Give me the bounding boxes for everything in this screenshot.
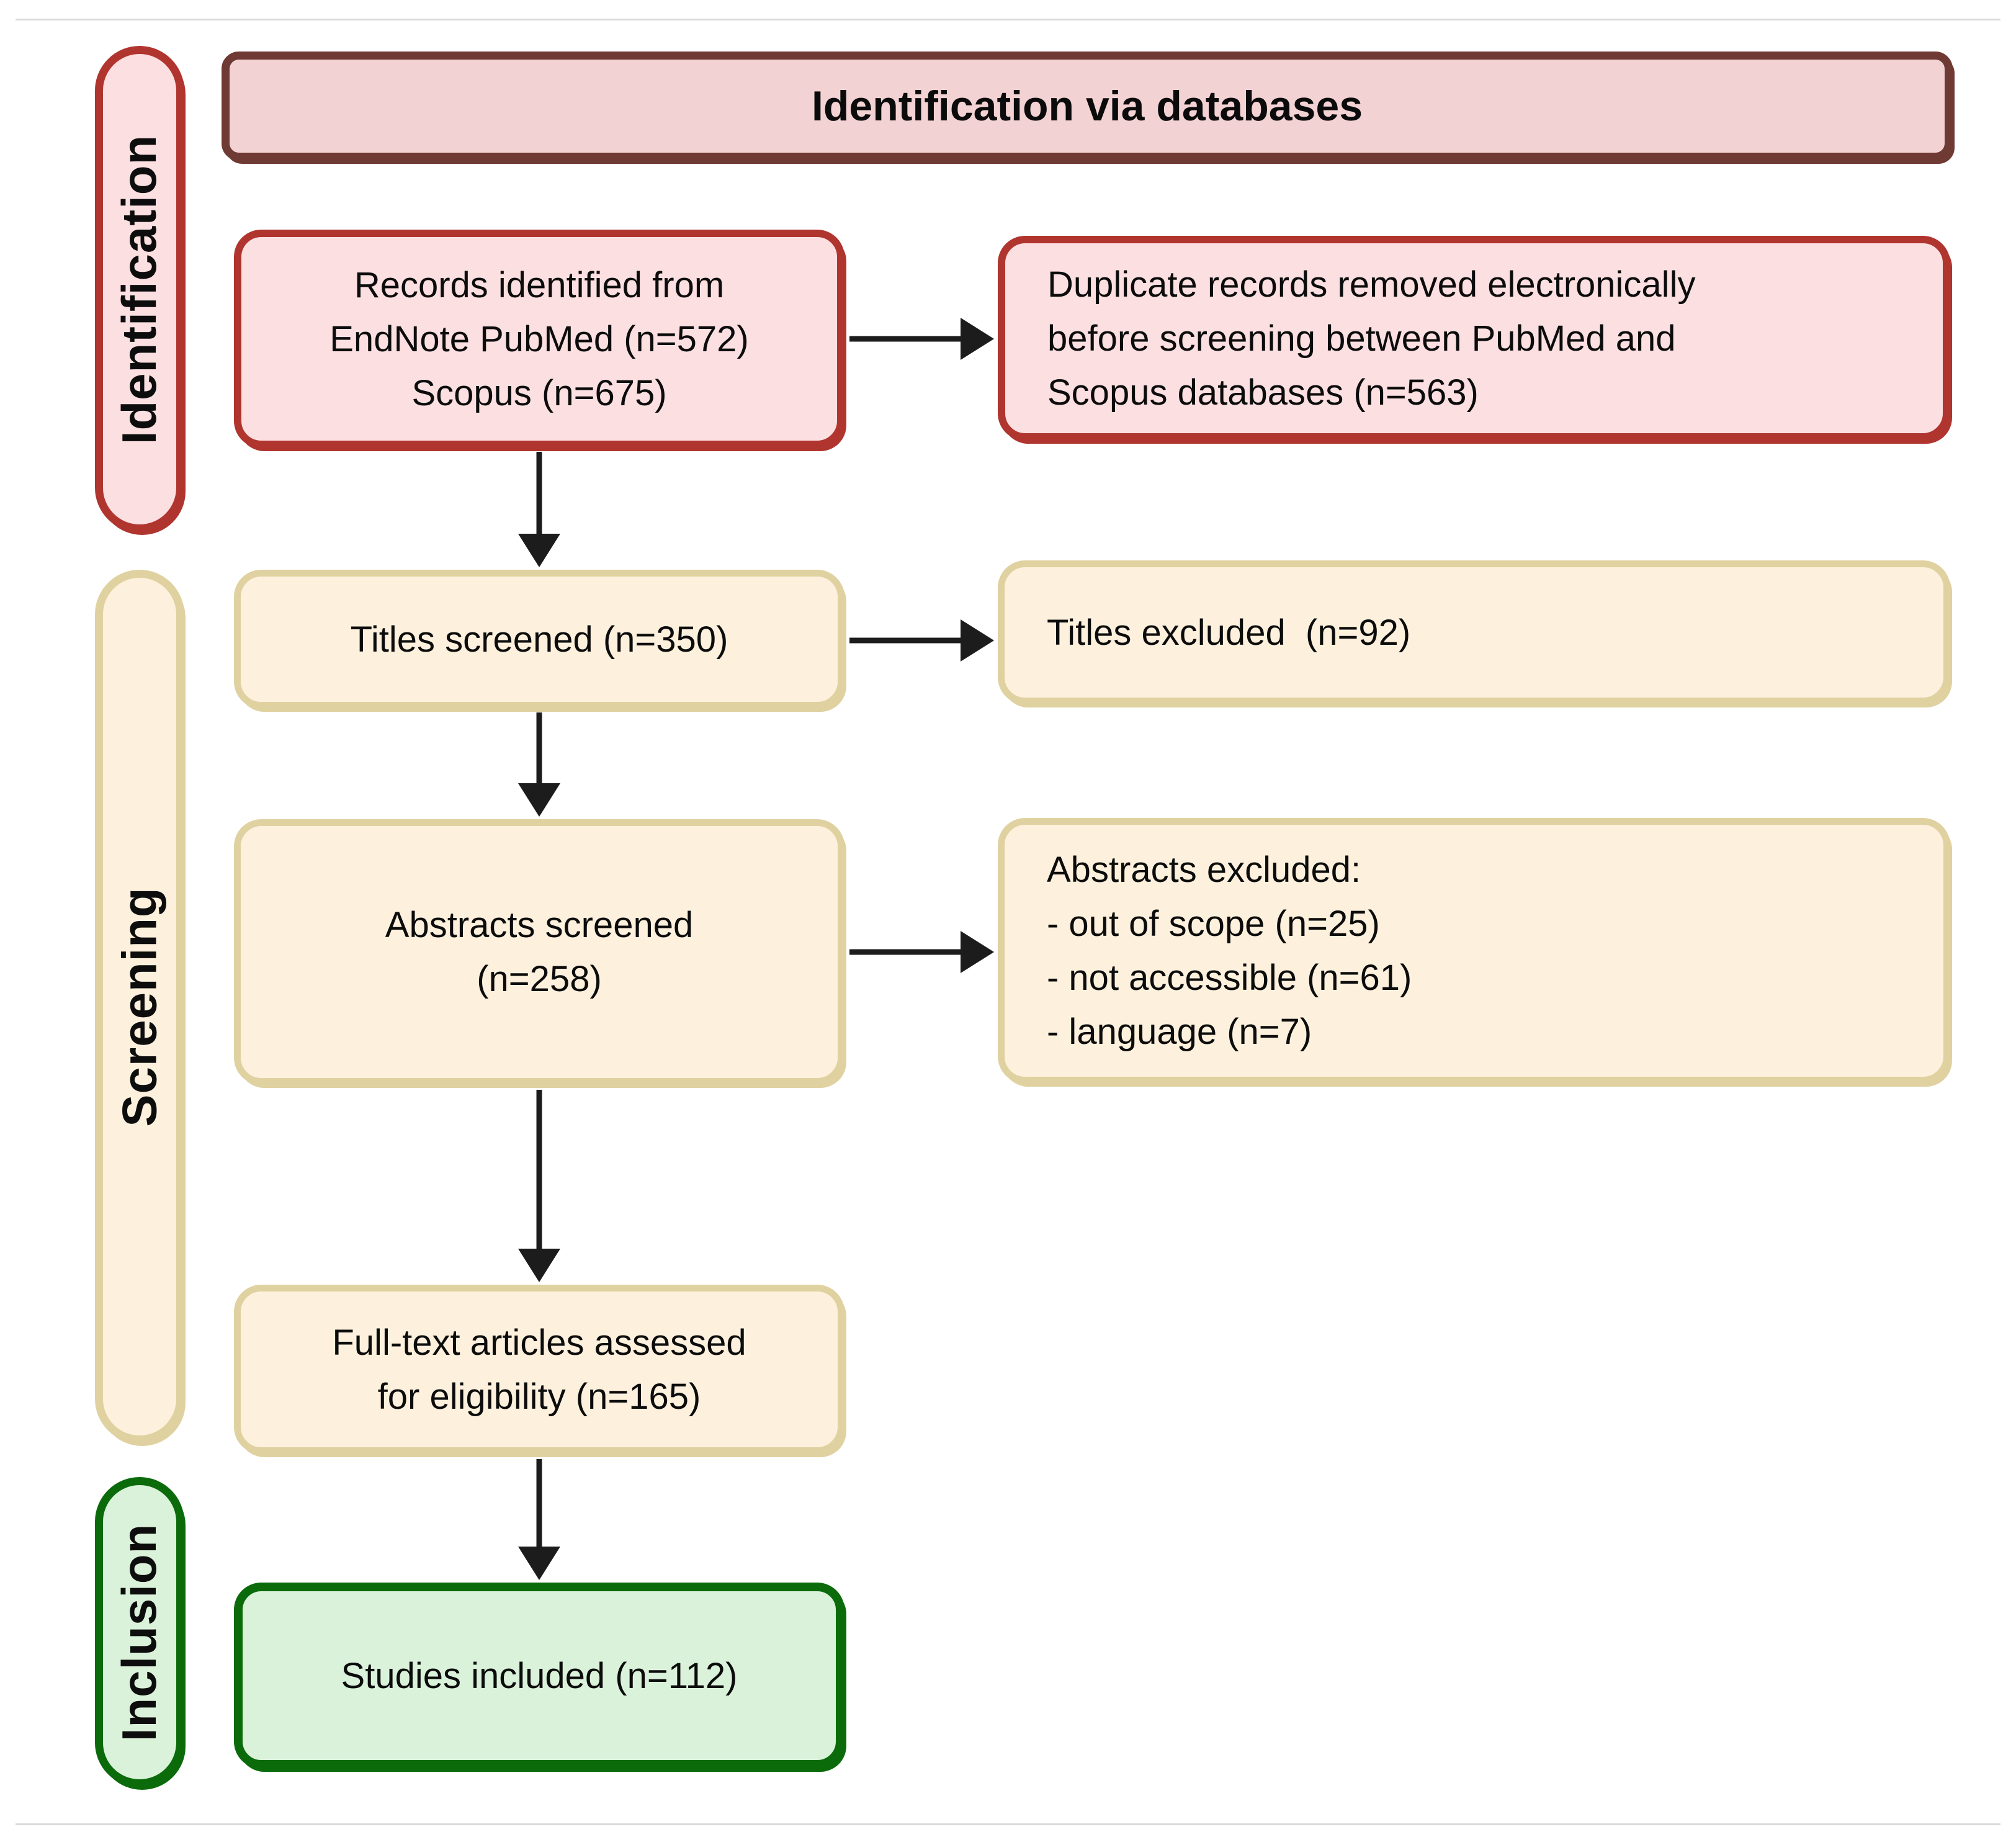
stage-label-identification: Identification: [112, 134, 167, 444]
arrow-abstracts-screened-to-fulltext: [518, 1090, 560, 1282]
box-studies-included-text: Studies included (n=112): [341, 1655, 738, 1696]
arrow-titles-screened-to-titles-excluded: [849, 619, 994, 662]
top-divider: [16, 19, 2000, 20]
box-fulltext-assessed-text: Full-text articles assessed for eligibil…: [332, 1322, 746, 1417]
stage-label-screening: Screening: [112, 886, 167, 1127]
box-duplicates-removed: Duplicate records removed electronically…: [998, 236, 1950, 441]
box-titles-screened-text: Titles screened (n=350): [350, 619, 728, 660]
stage-pill-identification: Identification: [95, 46, 184, 532]
box-titles-excluded-text: Titles excluded (n=92): [1047, 612, 1411, 653]
box-fulltext-assessed: Full-text articles assessed for eligibil…: [234, 1285, 844, 1454]
arrow-fulltext-to-studies-included: [518, 1459, 560, 1580]
arrow-titles-screened-to-abstracts-screened: [518, 712, 560, 817]
box-titles-excluded: Titles excluded (n=92): [998, 560, 1950, 704]
box-abstracts-excluded: Abstracts excluded: - out of scope (n=25…: [998, 818, 1950, 1084]
box-titles-screened: Titles screened (n=350): [234, 570, 844, 709]
arrow-records-to-duplicates: [849, 318, 994, 360]
stage-pill-screening: Screening: [95, 570, 184, 1444]
box-abstracts-screened: Abstracts screened (n=258): [234, 819, 844, 1085]
box-records-identified-text: Records identified from EndNote PubMed (…: [329, 264, 749, 413]
bottom-divider: [16, 1823, 2000, 1825]
box-studies-included: Studies included (n=112): [234, 1583, 844, 1769]
title-banner: Identification via databases: [222, 52, 1953, 161]
title-banner-text: Identification via databases: [811, 83, 1363, 130]
box-abstracts-screened-text: Abstracts screened (n=258): [385, 905, 694, 999]
box-records-identified: Records identified from EndNote PubMed (…: [234, 230, 844, 448]
stage-label-inclusion: Inclusion: [112, 1523, 167, 1741]
arrow-records-to-titles-screened: [518, 452, 560, 567]
box-duplicates-removed-text: Duplicate records removed electronically…: [1047, 264, 1696, 413]
box-abstracts-excluded-text: Abstracts excluded: - out of scope (n=25…: [1047, 850, 1412, 1052]
stage-pill-inclusion: Inclusion: [95, 1477, 184, 1787]
arrow-abstracts-screened-to-abstracts-excluded: [849, 931, 994, 973]
